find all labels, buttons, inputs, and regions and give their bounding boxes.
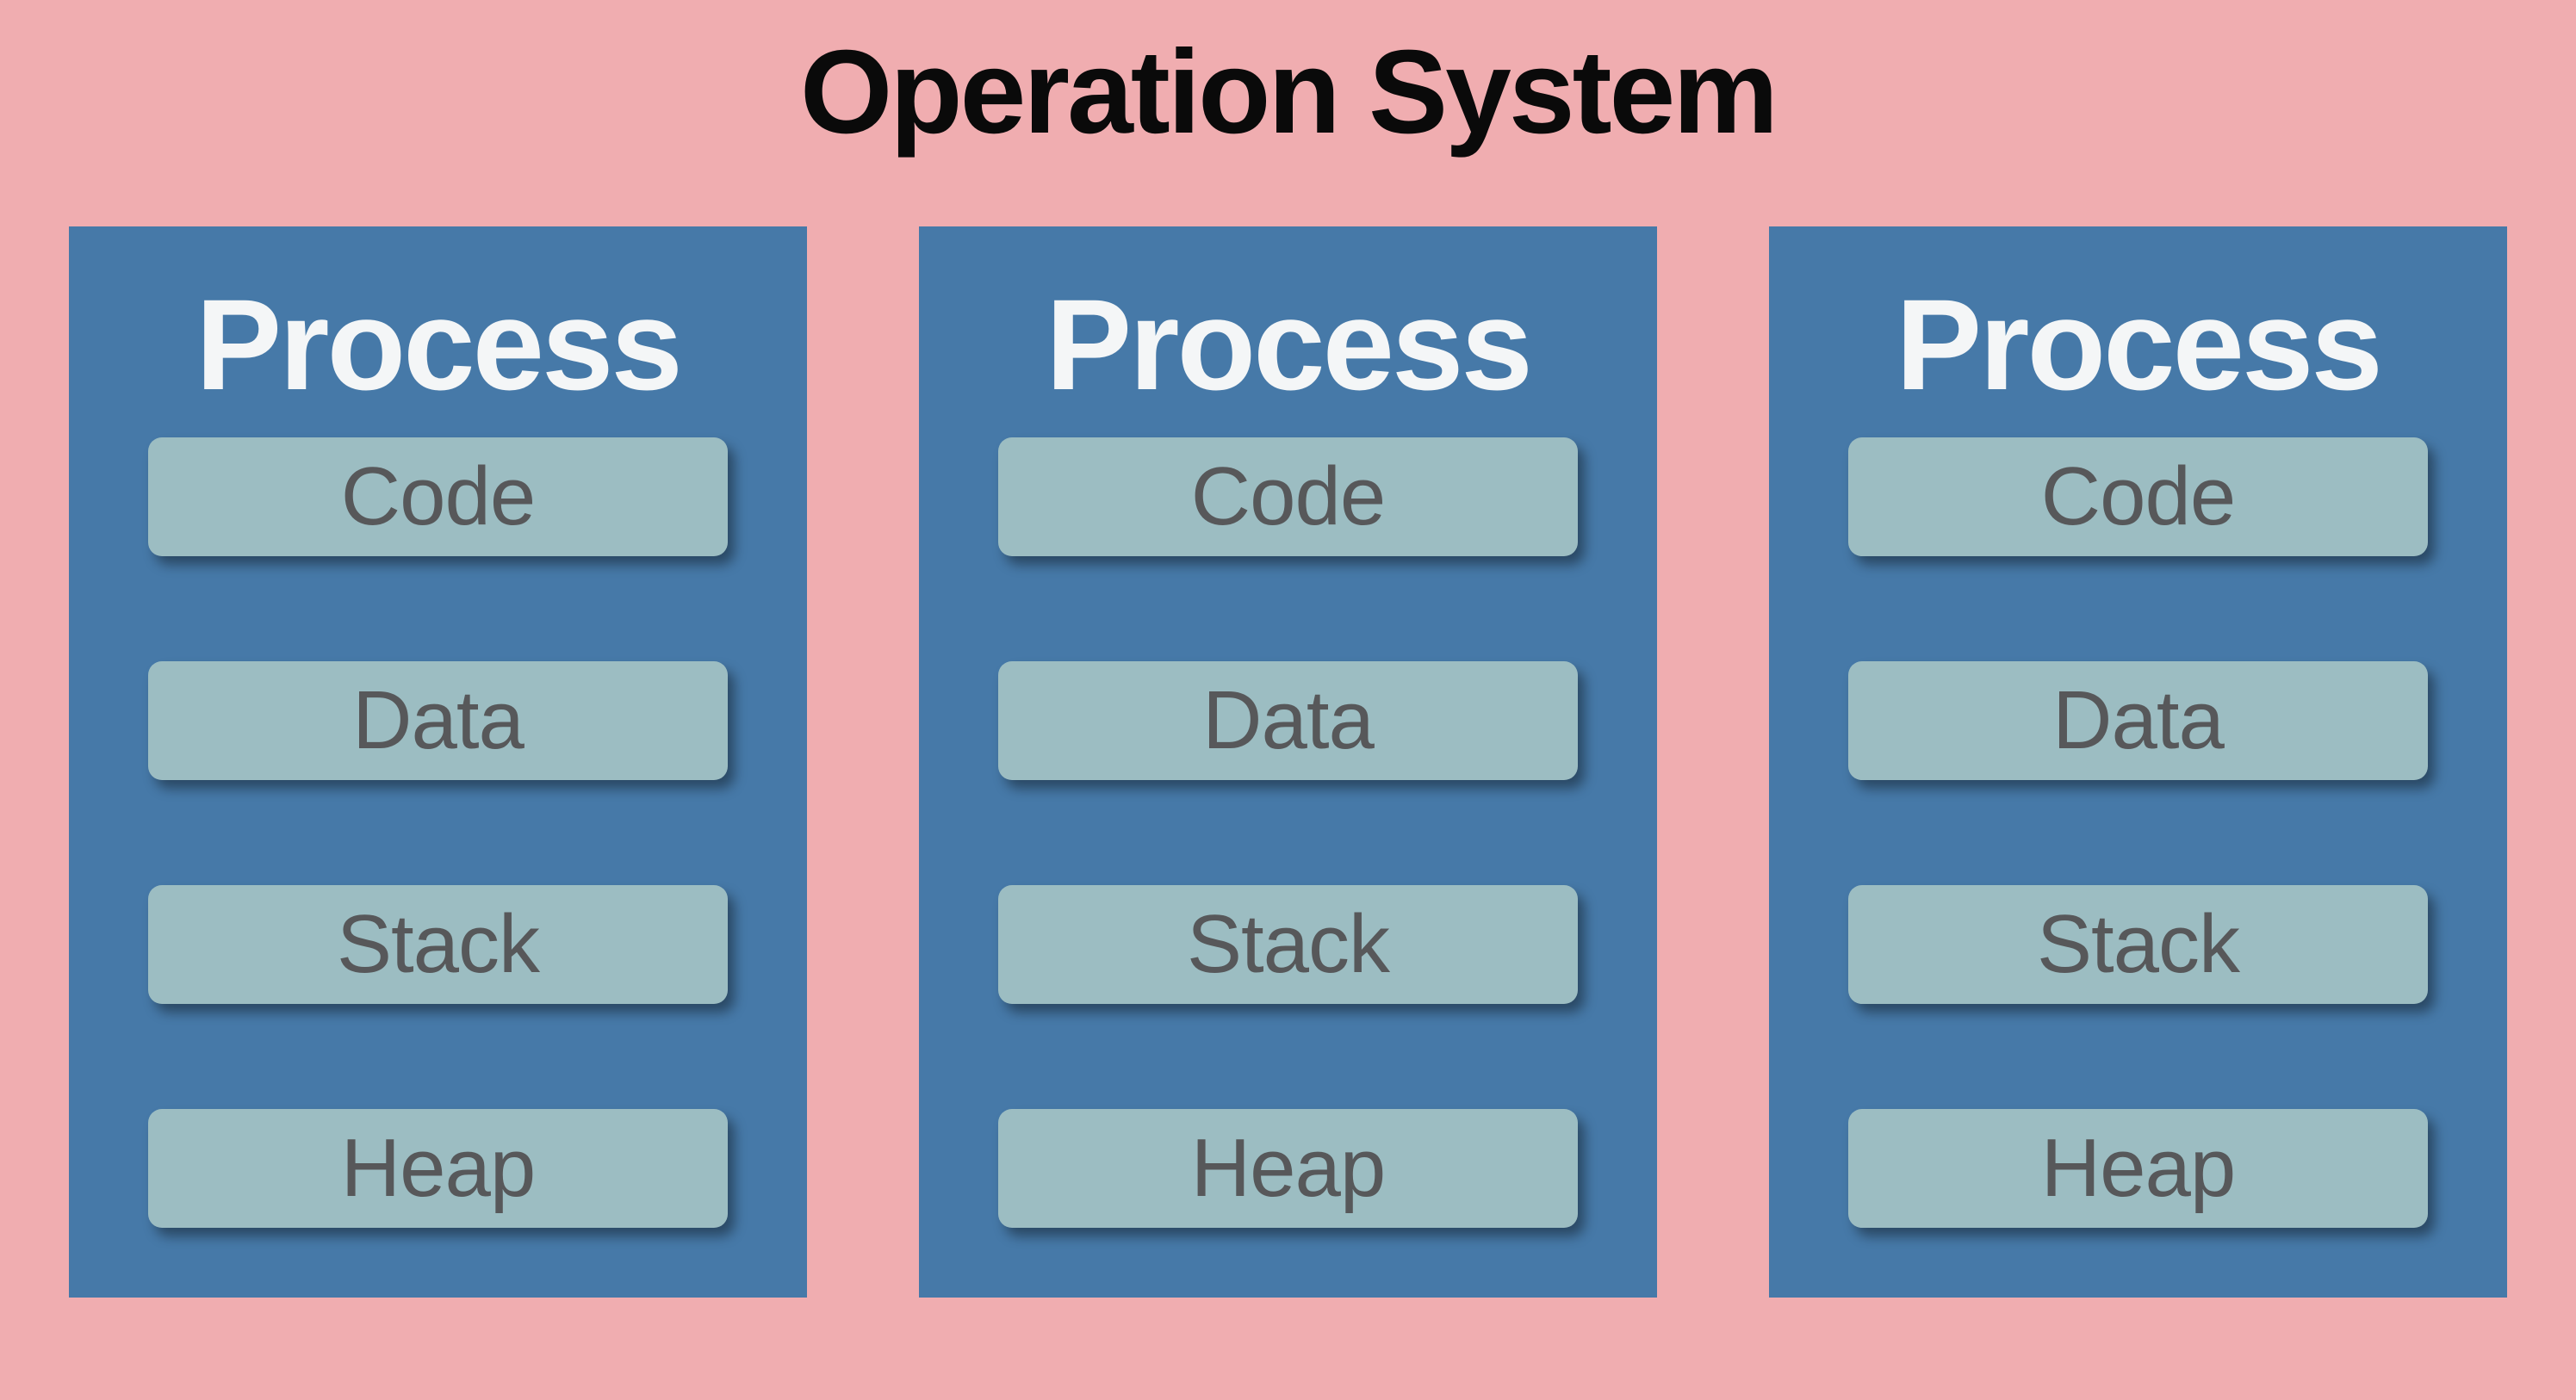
segment-stack: Stack	[998, 885, 1578, 1004]
segment-heap: Heap	[998, 1109, 1578, 1228]
segment-data: Data	[998, 661, 1578, 780]
segment-code: Code	[998, 437, 1578, 556]
process-box-1: Process Code Data Stack Heap	[69, 226, 807, 1298]
segment-code: Code	[148, 437, 728, 556]
segment-data: Data	[148, 661, 728, 780]
diagram-title: Operation System	[799, 26, 1778, 158]
segment-data: Data	[1848, 661, 2428, 780]
segment-stack: Stack	[148, 885, 728, 1004]
segment-heap: Heap	[1848, 1109, 2428, 1228]
process-title: Process	[1896, 272, 2383, 417]
os-diagram: Operation System Process Code Data Stack…	[0, 33, 2576, 1298]
segment-stack: Stack	[1848, 885, 2428, 1004]
process-title: Process	[196, 272, 683, 417]
segment-list: Code Data Stack Heap	[148, 437, 728, 1228]
segment-code: Code	[1848, 437, 2428, 556]
segment-list: Code Data Stack Heap	[1848, 437, 2428, 1228]
segment-heap: Heap	[148, 1109, 728, 1228]
process-box-3: Process Code Data Stack Heap	[1769, 226, 2507, 1298]
segment-list: Code Data Stack Heap	[998, 437, 1578, 1228]
process-row: Process Code Data Stack Heap Process Cod…	[69, 226, 2507, 1298]
process-title: Process	[1046, 272, 1533, 417]
process-box-2: Process Code Data Stack Heap	[919, 226, 1657, 1298]
